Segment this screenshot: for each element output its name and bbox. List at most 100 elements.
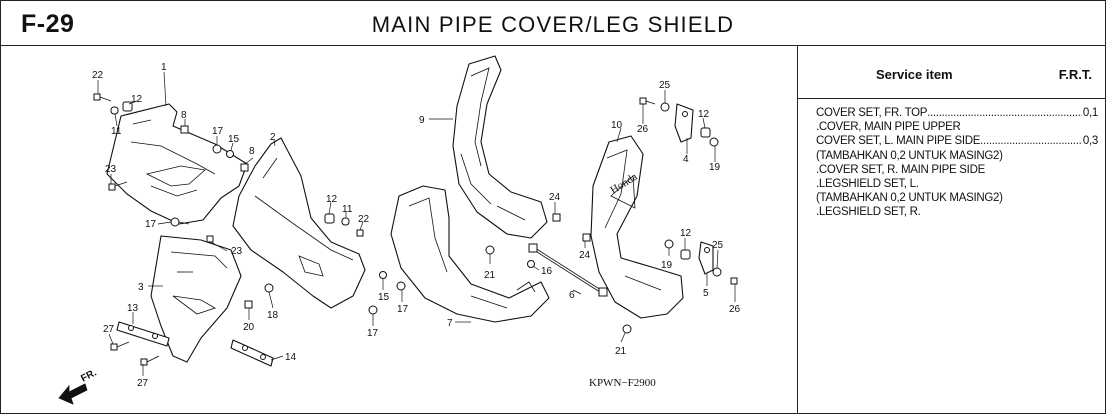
dot-leader	[927, 106, 1082, 120]
col-service-item: Service item	[876, 67, 953, 82]
bolt-23-b	[206, 235, 214, 243]
callout-2: 2	[270, 132, 276, 143]
collar-11-b	[341, 217, 350, 226]
callout-15: 15	[228, 134, 240, 145]
screw-15-a	[226, 150, 234, 158]
part-10-right-pipe-side-cover	[590, 135, 684, 319]
callout-21: 21	[484, 270, 496, 281]
row-label: .LEGSHIELD SET, L.	[816, 178, 919, 191]
screw-17-a	[212, 144, 222, 154]
screw-21-a	[485, 245, 495, 255]
callout-27b: 27	[137, 378, 149, 389]
screw-17-b	[170, 217, 190, 227]
part-2-left-pipe-side-cover	[232, 137, 366, 309]
collar-11-a	[110, 106, 119, 115]
callout-22: 22	[92, 70, 104, 81]
callout-8b: 8	[249, 146, 255, 157]
service-row: .LEGSHIELD SET, L.	[816, 177, 1098, 191]
row-label: COVER SET, FR. TOP	[816, 107, 928, 119]
nut-12-a	[122, 101, 133, 112]
callout-24b: 24	[579, 250, 591, 261]
callout-8: 8	[181, 110, 187, 121]
bolt-27-b	[140, 355, 160, 366]
clip-24-a	[552, 213, 561, 222]
callout-4: 4	[683, 154, 689, 165]
exploded-parts-diagram: Honda 22 1 12 11 8 17 15 2 8 23 17 23 3 …	[1, 46, 797, 413]
service-row: (TAMBAHKAN 0,2 UNTUK MASING2)	[816, 149, 1098, 163]
callout-1: 1	[161, 62, 167, 73]
nut-19-a	[709, 137, 719, 147]
washer-25-a	[660, 102, 670, 112]
service-table-header: Service item F.R.T.	[798, 46, 1106, 99]
callout-11: 11	[111, 126, 122, 137]
clip-20	[244, 300, 253, 309]
callout-13: 13	[127, 303, 139, 314]
callout-26b: 26	[729, 304, 741, 315]
callout-22b: 22	[358, 214, 370, 225]
part-9-main-pipe-upper-cover	[452, 55, 548, 239]
row-value: 0,3	[1082, 135, 1098, 148]
callout-6: 6	[569, 290, 575, 301]
row-label: (TAMBAHKAN 0,2 UNTUK MASING2)	[816, 149, 1003, 162]
callout-23: 23	[105, 164, 117, 175]
callout-27: 27	[103, 324, 115, 335]
row-label: .LEGSHIELD SET, R.	[816, 206, 921, 219]
callout-19b: 19	[661, 260, 673, 271]
callout-7: 7	[447, 318, 453, 329]
callout-10: 10	[611, 120, 623, 131]
screw-17-d	[368, 305, 378, 315]
callout-25: 25	[659, 80, 671, 91]
service-row: COVER SET, FR. TOP 0,1	[816, 106, 1098, 120]
bolt-22-a	[93, 93, 112, 102]
service-row: .COVER SET, R. MAIN PIPE SIDE	[816, 163, 1098, 177]
callout-11b: 11	[342, 204, 353, 215]
row-value: 0,1	[1082, 107, 1098, 119]
callout-5: 5	[703, 288, 709, 299]
part-7-leg-shield-left	[390, 185, 550, 323]
arrow-icon	[58, 383, 88, 405]
nut-12-b	[324, 213, 335, 224]
col-frt: F.R.T.	[1058, 67, 1092, 82]
clip-8-b	[240, 163, 249, 172]
part-4-bracket	[674, 103, 694, 143]
part-1-front-top-cover	[106, 103, 248, 225]
callout-12: 12	[131, 94, 143, 105]
callout-15b: 15	[378, 292, 390, 303]
screw-18	[264, 283, 274, 293]
service-row: .LEGSHIELD SET, R.	[816, 205, 1098, 219]
leader-lines	[97, 71, 736, 376]
screw-17-c	[396, 281, 406, 291]
callout-14: 14	[285, 352, 297, 363]
direction-label: FR.	[79, 367, 99, 384]
screw-21-b	[622, 324, 632, 334]
callout-9: 9	[419, 115, 425, 126]
screw-15-b	[379, 271, 387, 279]
callout-17b: 17	[145, 219, 157, 230]
callout-17d: 17	[367, 328, 379, 339]
figure-code: F-29	[21, 10, 75, 38]
clip-8-a	[180, 125, 189, 134]
washer-25-b	[712, 267, 722, 277]
callout-21b: 21	[615, 346, 627, 357]
bolt-23-a	[108, 181, 128, 191]
callout-25b: 25	[712, 240, 724, 251]
callout-26: 26	[637, 124, 649, 135]
service-items: COVER SET, FR. TOP 0,1 .COVER, MAIN PIPE …	[816, 106, 1098, 220]
part-13-bracket	[116, 321, 170, 347]
service-row: .COVER, MAIN PIPE UPPER	[816, 120, 1098, 134]
clip-24-b	[582, 233, 591, 242]
bolt-26-b	[730, 277, 738, 285]
drawing-code: KPWN−F2900	[589, 377, 656, 389]
row-label: COVER SET, L. MAIN PIPE SIDE	[816, 135, 981, 148]
diagram-svg: Honda 22 1 12 11 8 17 15 2 8 23 17 23 3 …	[58, 55, 741, 405]
service-row: (TAMBAHKAN 0,2 UNTUK MASING2)	[816, 191, 1098, 205]
callout-17: 17	[212, 126, 224, 137]
part-5-bracket	[698, 241, 714, 275]
part-6-stay-rod	[528, 243, 608, 297]
page-title: MAIN PIPE COVER/LEG SHIELD	[371, 12, 735, 37]
nut-19-b	[664, 239, 674, 249]
part-14-bracket	[230, 339, 274, 367]
row-label: .COVER SET, R. MAIN PIPE SIDE	[816, 163, 985, 176]
callout-3: 3	[138, 282, 144, 293]
bolt-22-b	[356, 229, 364, 237]
